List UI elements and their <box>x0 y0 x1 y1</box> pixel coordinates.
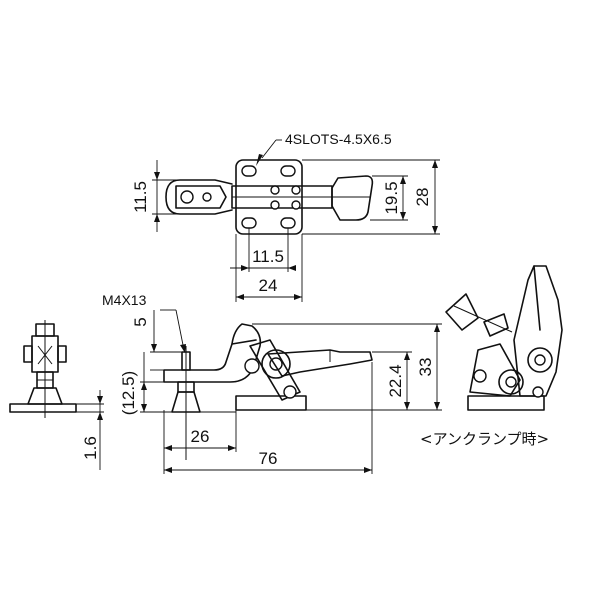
unclamped-pivot-ring <box>498 369 524 395</box>
dim-5: 5 <box>131 317 150 326</box>
dim-1-6: 1.6 <box>81 436 100 460</box>
handle-grip <box>331 175 374 221</box>
thread-note: M4X13 <box>102 292 147 308</box>
unclamped-pivot-3 <box>534 354 546 366</box>
unclamped-link <box>469 343 521 397</box>
end-view: 1.6 <box>9 320 104 470</box>
pin-top <box>270 185 280 195</box>
dim-11-5-left: 11.5 <box>131 181 150 213</box>
pivot-ring <box>261 349 291 379</box>
dim-26: 26 <box>191 427 210 446</box>
spindle-hole <box>180 190 194 204</box>
unclamped-rubber-tip <box>445 293 479 331</box>
end-side-left <box>23 345 33 363</box>
unclamped-pivot-2 <box>505 376 517 388</box>
dim-12-5: (12.5) <box>119 371 138 415</box>
unclamped-base <box>467 395 545 411</box>
slot-top-left <box>241 165 257 177</box>
unclamped-spindle-centerline <box>453 305 513 333</box>
slot-bottom-right <box>280 217 296 229</box>
top-view: 4SLOTS-4.5X6.5 11.5 19.5 28 11.5 24 <box>131 131 440 302</box>
unclamped-pivot-ring-2 <box>527 347 553 373</box>
pin-bottom-2 <box>291 200 301 210</box>
dim-24: 24 <box>259 276 278 295</box>
pin-bottom <box>270 200 280 210</box>
side-base <box>235 395 307 411</box>
spindle-pin <box>202 192 212 202</box>
arm-inner <box>175 185 227 209</box>
side-view: M4X13 5 (12.5) 26 76 <box>102 292 442 474</box>
end-rubber-tip <box>27 387 63 405</box>
unclamped-view: <アンクランプ時> <box>420 265 563 448</box>
end-side-right <box>57 345 67 363</box>
end-base <box>9 403 77 413</box>
dim-22-4: 22.4 <box>386 364 405 397</box>
unclamped-pivot-4 <box>532 386 544 398</box>
unclamped-pivot-1 <box>473 369 487 383</box>
slots-leader <box>261 139 277 159</box>
slot-top-right <box>280 165 296 177</box>
dim-11-5-bottom: 11.5 <box>252 247 284 266</box>
dim-28: 28 <box>413 188 432 207</box>
side-link <box>249 339 301 401</box>
unclamped-label: <アンクランプ時> <box>420 430 549 448</box>
pivot-1 <box>244 358 260 374</box>
pin-top-2 <box>291 185 301 195</box>
thread-leader <box>175 309 185 351</box>
side-handle <box>267 349 373 377</box>
dim-76: 76 <box>259 449 278 468</box>
unclamped-spindle-nut <box>483 313 509 337</box>
unclamped-arm <box>513 265 563 397</box>
dim-19-5: 19.5 <box>382 181 401 214</box>
slot-bottom-left <box>241 217 257 229</box>
pivot-3 <box>283 385 297 399</box>
side-arm <box>163 323 262 383</box>
dim-33: 33 <box>416 358 435 377</box>
slots-note: 4SLOTS-4.5X6.5 <box>285 131 392 147</box>
